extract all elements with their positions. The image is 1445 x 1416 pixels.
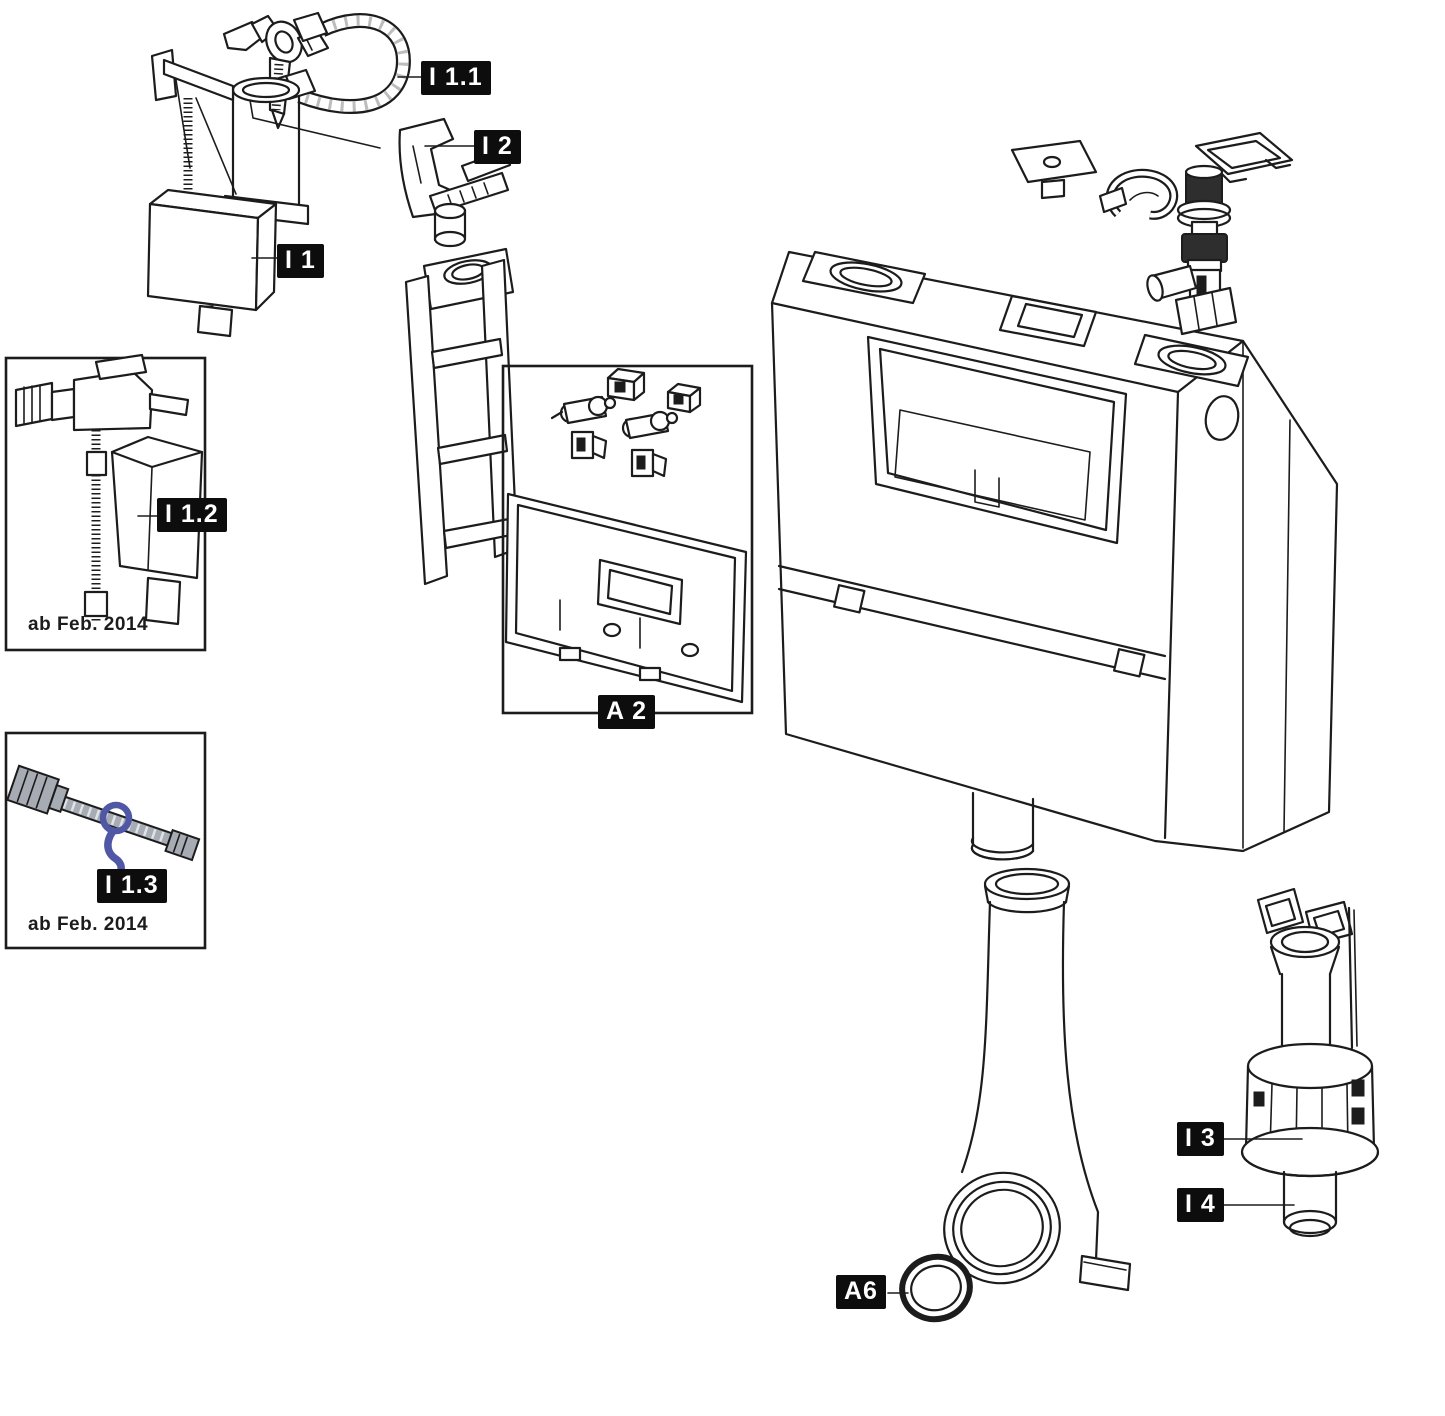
side-inlet-valve	[14, 353, 204, 626]
angle-stop-valve	[1146, 164, 1238, 336]
fastening-clips	[550, 367, 702, 478]
inset-box-i13	[4, 731, 207, 950]
cistern-tank	[770, 250, 1339, 861]
leader-lines	[249, 76, 1303, 1294]
valve-bracket	[398, 117, 512, 248]
flush-valve	[1240, 887, 1380, 1238]
fixing-plate	[504, 492, 748, 704]
frame-bracket	[1194, 131, 1294, 184]
callout-i4: I 4	[1177, 1188, 1224, 1222]
callout-i2: I 2	[474, 130, 521, 164]
note-i13-date: ab Feb. 2014	[28, 914, 149, 935]
inlet-valve-assembly	[146, 11, 411, 338]
callout-a2: A 2	[598, 695, 655, 729]
callout-a6: A6	[836, 1275, 886, 1309]
callout-i1-3: I 1.3	[97, 869, 167, 903]
braided-hose	[6, 764, 201, 862]
callout-i1: I 1	[277, 244, 324, 278]
note-i12-date: ab Feb. 2014	[28, 614, 149, 635]
flush-pipe	[943, 867, 1132, 1292]
seal-ring	[899, 1253, 973, 1323]
protection-cover-plate	[1010, 139, 1098, 200]
mounting-frame	[404, 247, 519, 586]
c-clip	[1098, 168, 1179, 220]
callout-i1-2: I 1.2	[157, 498, 227, 532]
inset-box-a2	[501, 364, 754, 715]
callout-i3: I 3	[1177, 1122, 1224, 1156]
callout-i1-1: I 1.1	[421, 61, 491, 95]
